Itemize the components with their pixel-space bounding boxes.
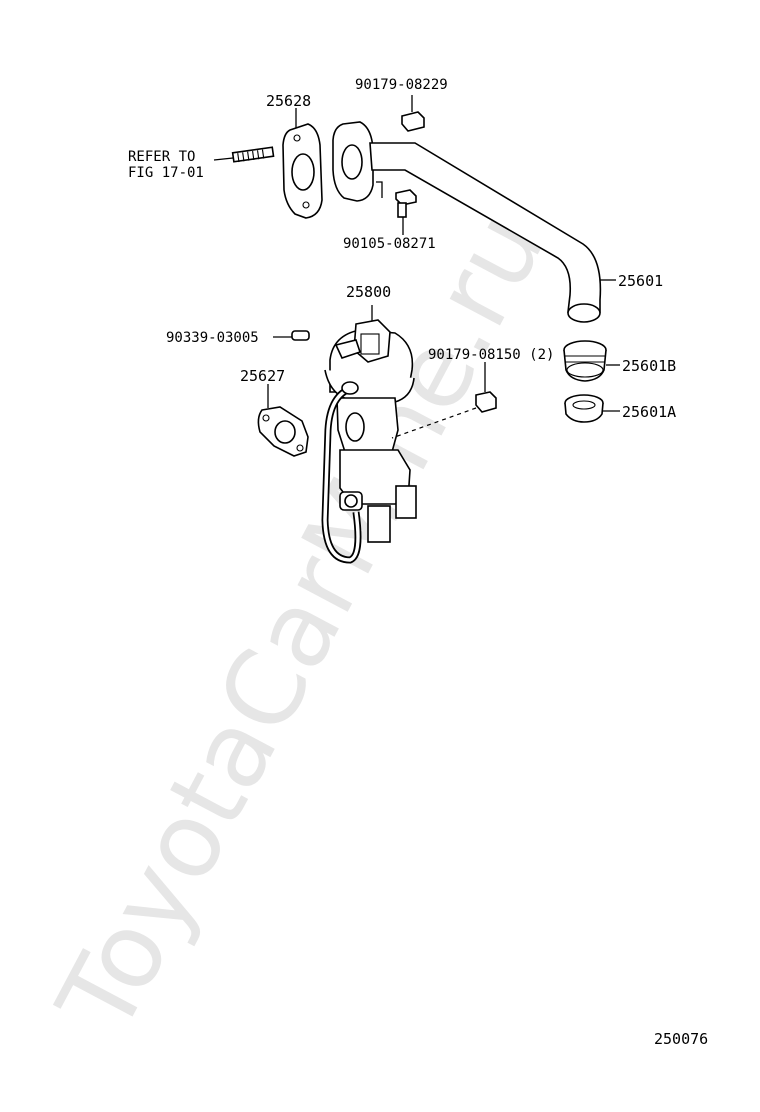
- bolt-top-shape: [401, 95, 425, 132]
- label-bolt-upper: 90179-08229: [355, 77, 448, 93]
- label-gasket-lower: 25627: [240, 367, 285, 385]
- ring-a-shape: [564, 394, 620, 423]
- ring-b-shape: [563, 340, 620, 382]
- pipe-flange-shape: [332, 121, 374, 202]
- gasket-lower-shape: [257, 384, 309, 457]
- label-valve: 25800: [346, 283, 391, 301]
- label-pipe: 25601: [618, 272, 663, 290]
- gasket-upper-shape: [282, 108, 323, 219]
- label-ring-b: 25601B: [622, 357, 676, 375]
- egr-pipe-shape: [369, 142, 616, 323]
- bolt-mid-shape: [376, 181, 417, 235]
- label-nut: 90179-08150 (2): [428, 347, 554, 363]
- egr-valve-shape: [321, 305, 417, 564]
- label-gasket-upper: 25628: [266, 92, 311, 110]
- label-bolt-mid: 90105-08271: [343, 236, 436, 252]
- label-refer-line1: REFER TO: [128, 149, 195, 165]
- label-refer-line2: FIG 17-01: [128, 165, 204, 181]
- watermark: ToyotaCarMine.ru: [34, 192, 569, 1052]
- diagram-id: 250076: [654, 1030, 708, 1048]
- label-plug: 90339-03005: [166, 330, 259, 346]
- label-ring-a: 25601A: [622, 403, 676, 421]
- stud-bolt-shape: [213, 146, 275, 163]
- plug-shape: [273, 330, 310, 341]
- nut-shape: [391, 362, 497, 439]
